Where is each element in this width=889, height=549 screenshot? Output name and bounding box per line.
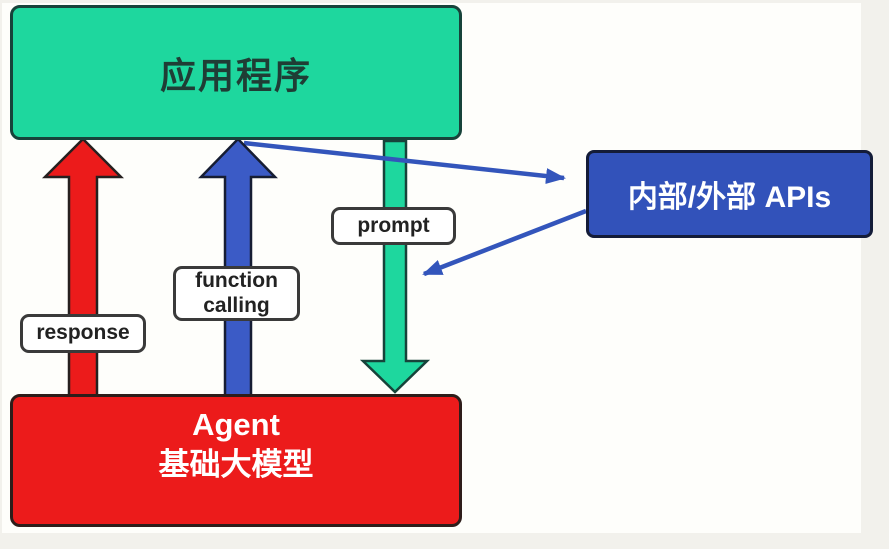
agent-box: Agent 基础大模型 (10, 394, 462, 527)
function-calling-label-text: function calling (195, 269, 278, 317)
prompt-label-text: prompt (357, 213, 430, 237)
response-label-text: response (36, 321, 130, 345)
agent-box-line1: Agent (192, 407, 280, 442)
application-box: 应用程序 (10, 5, 462, 140)
apis-box: 内部/外部 APIs (586, 150, 873, 238)
prompt-label: prompt (331, 207, 456, 245)
function-calling-label: function calling (173, 266, 300, 321)
apis-box-label: 内部/外部 APIs (627, 181, 832, 214)
application-box-label: 应用程序 (159, 54, 312, 96)
agent-box-line2: 基础大模型 (158, 447, 314, 483)
response-label: response (20, 314, 146, 353)
